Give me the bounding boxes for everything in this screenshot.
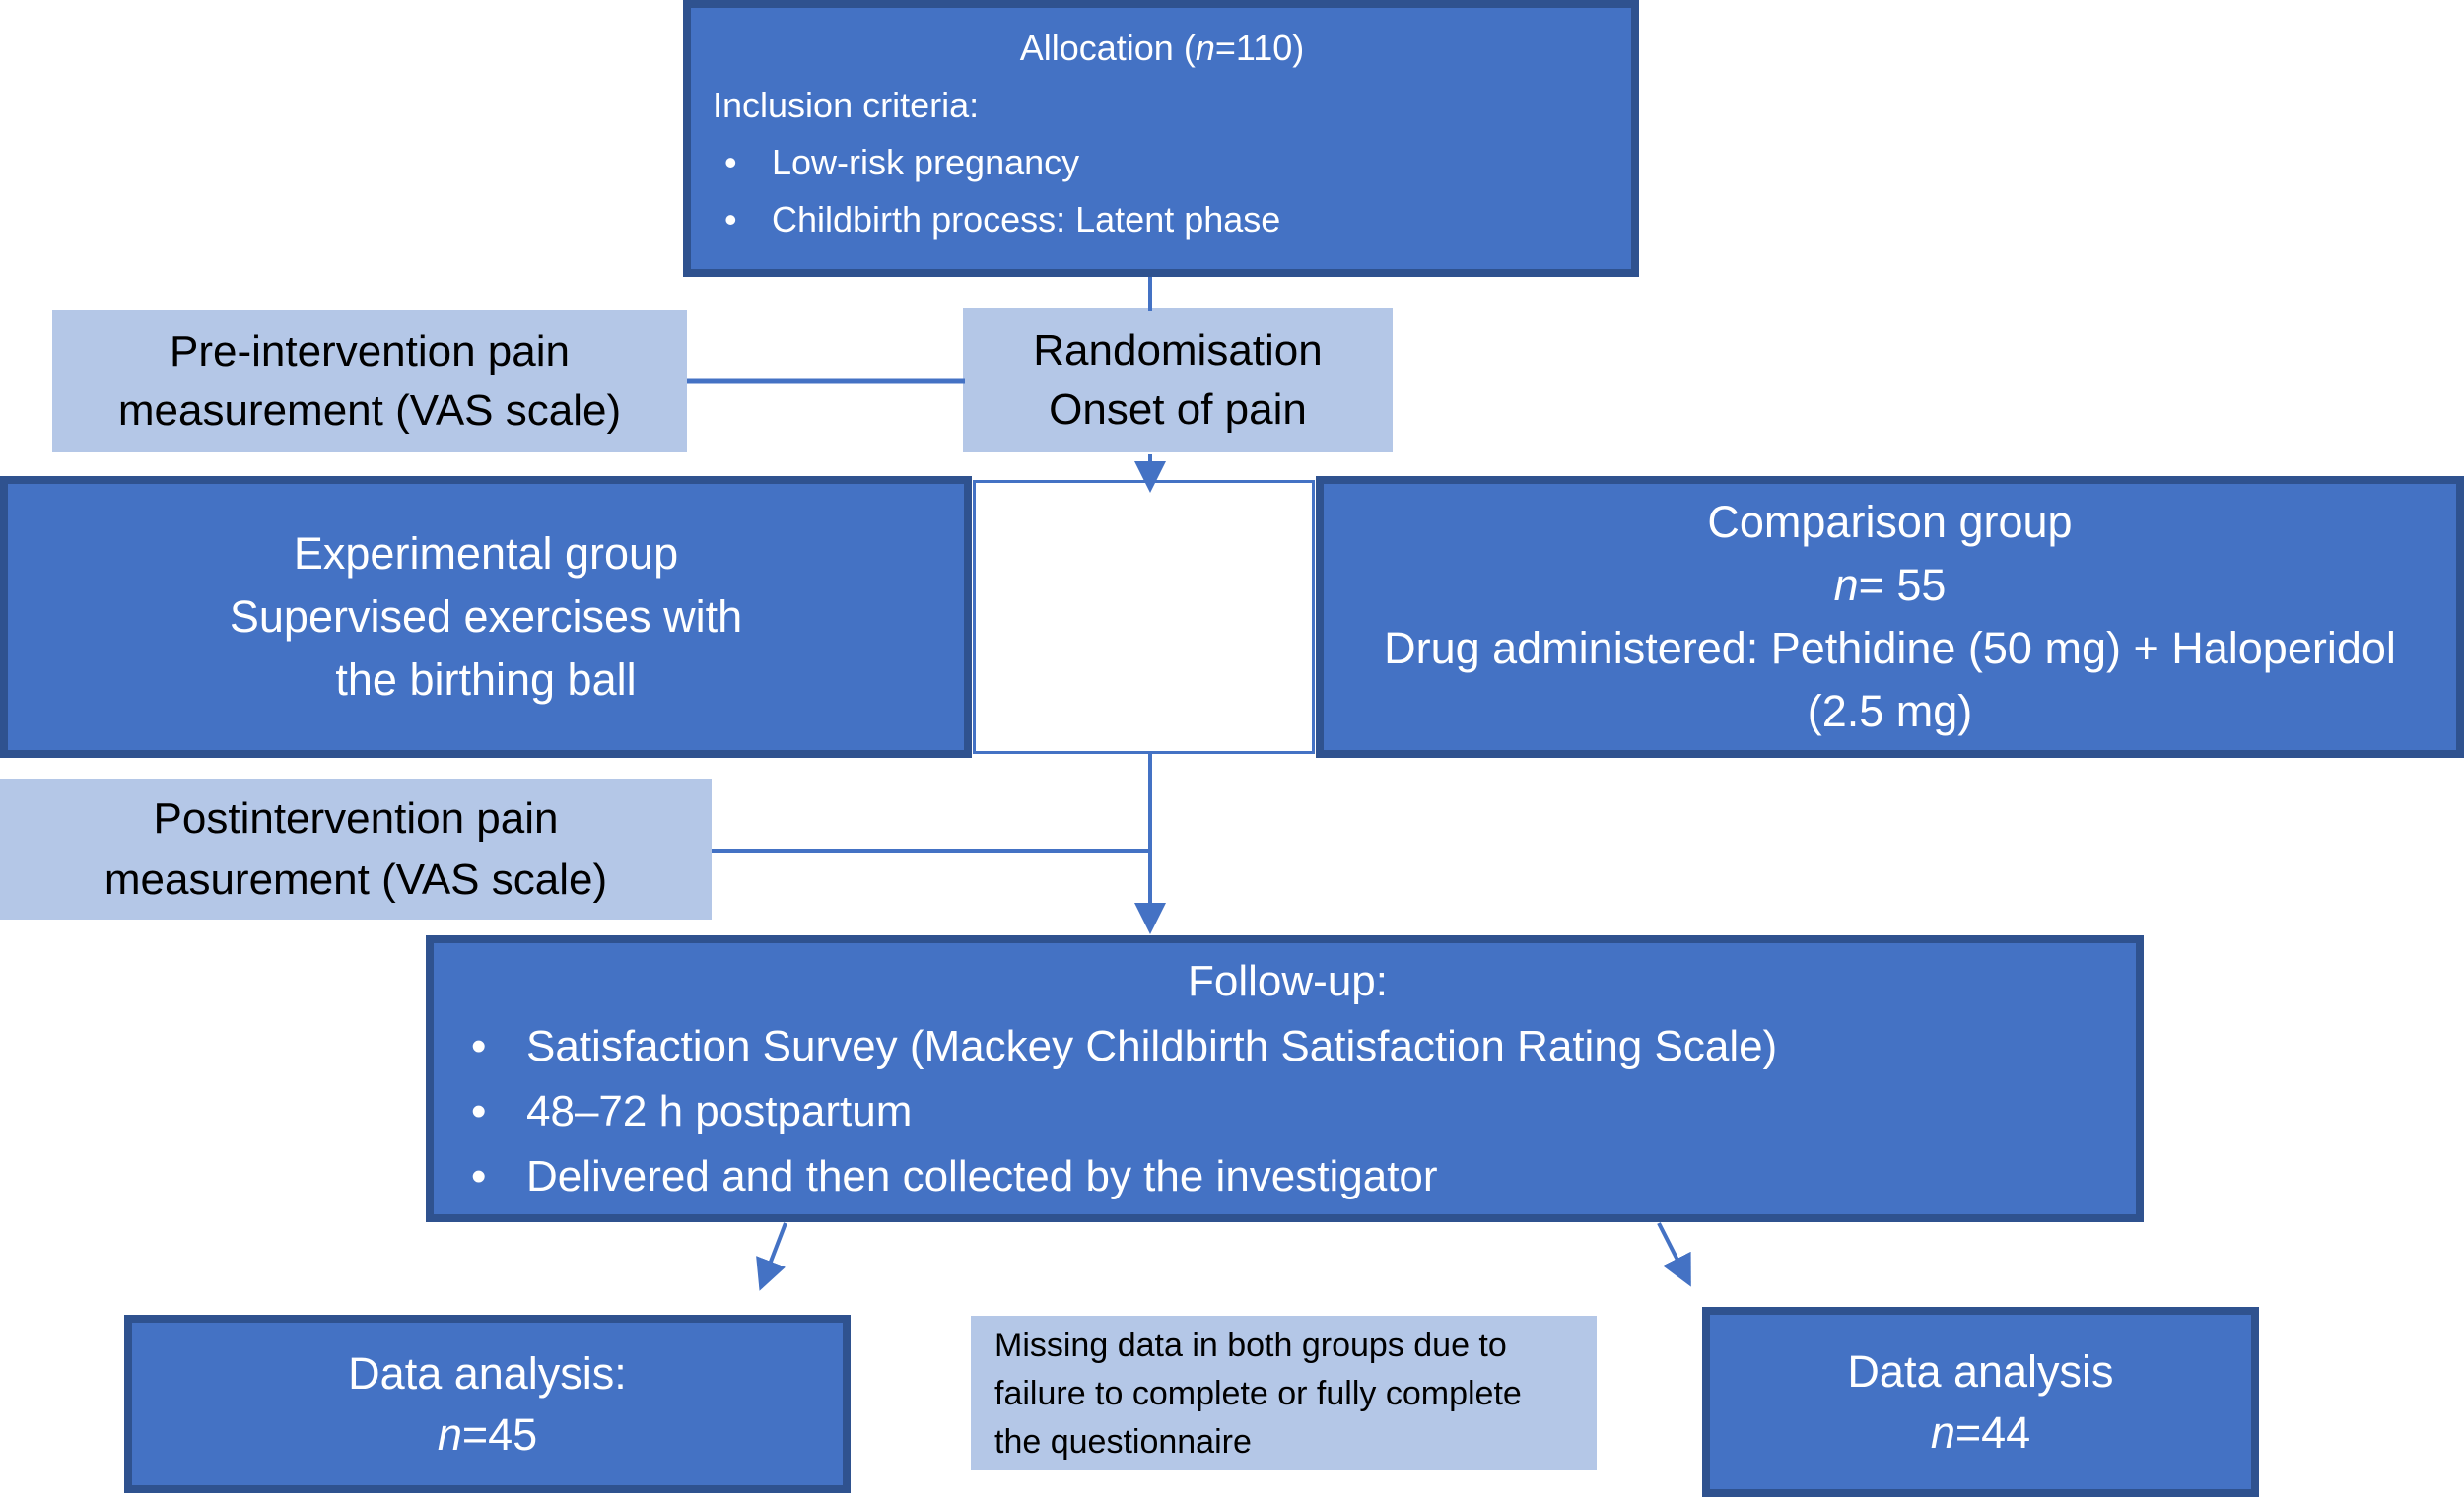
allocation-bullet-2: • Childbirth process: Latent phase (713, 191, 1611, 248)
allocation-title: Allocation (n=110) (713, 20, 1611, 77)
comparison-n: n (1833, 560, 1859, 610)
comparison-n-suffix: = 55 (1858, 560, 1947, 610)
randomisation-box: Randomisation Onset of pain (963, 308, 1393, 452)
pre-intervention-line2: measurement (VAS scale) (117, 386, 622, 435)
data-analysis-right-box: Data analysis n=44 (1702, 1307, 2259, 1497)
bullet-icon: • (471, 1022, 487, 1070)
comparison-group-box: Comparison group n= 55 Drug administered… (1316, 476, 2464, 758)
randomisation-line1: Randomisation (1033, 326, 1323, 375)
postintervention-line2: measurement (VAS scale) (103, 855, 608, 904)
missing-data-box: Missing data in both groups due to failu… (971, 1316, 1597, 1470)
follow-up-title: Follow-up: (1188, 957, 1388, 1005)
randomisation-line2: Onset of pain (1049, 385, 1307, 434)
follow-up-bullet-3: • Delivered and then collected by the in… (463, 1144, 2112, 1209)
data-analysis-right-line1: Data analysis (1847, 1345, 2114, 1397)
data-analysis-left-n-line: n=45 (438, 1404, 537, 1466)
comparison-line4: (2.5 mg) (1807, 686, 1973, 736)
data-analysis-left-line1: Data analysis: (348, 1347, 627, 1399)
postintervention-box: Postintervention pain measurement (VAS s… (0, 779, 712, 920)
follow-up-bullet-3-text: Delivered and then collected by the inve… (526, 1152, 1438, 1200)
allocation-title-n: n (1195, 28, 1215, 68)
follow-up-bullet-2: • 48–72 h postpartum (463, 1079, 2112, 1144)
pre-intervention-line1: Pre-intervention pain (169, 327, 570, 376)
comparison-line1: Comparison group (1707, 497, 2073, 547)
experimental-line1: Experimental group (293, 528, 679, 579)
follow-up-bullet-2-text: 48–72 h postpartum (526, 1087, 913, 1135)
follow-up-bullet-1: • Satisfaction Survey (Mackey Childbirth… (463, 1014, 2112, 1079)
allocation-bullet-1-text: Low-risk pregnancy (772, 142, 1080, 182)
experimental-group-box: Experimental group Supervised exercises … (0, 476, 972, 758)
arrow-follow-up-to-data-left (756, 1222, 787, 1291)
missing-data-line3: the questionnaire (994, 1423, 1252, 1461)
follow-up-box: Follow-up: • Satisfaction Survey (Mackey… (426, 935, 2144, 1222)
data-analysis-left-box: Data analysis: n=45 (124, 1315, 851, 1493)
allocation-subtitle: Inclusion criteria: (713, 85, 980, 125)
bullet-icon: • (471, 1152, 487, 1200)
allocation-bullet-2-text: Childbirth process: Latent phase (772, 199, 1281, 240)
comparison-n-line: n= 55 (1834, 554, 1947, 617)
missing-data-line2: failure to complete or fully complete (994, 1375, 1522, 1412)
data-analysis-right-n-line: n=44 (1931, 1403, 2030, 1464)
allocation-title-prefix: Allocation ( (1019, 28, 1196, 68)
postintervention-line1: Postintervention pain (153, 793, 559, 843)
data-analysis-left-n: n (437, 1408, 462, 1460)
experimental-line2: Supervised exercises with (229, 591, 743, 642)
data-analysis-left-n-suffix: =45 (461, 1408, 538, 1460)
allocation-bullet-1: • Low-risk pregnancy (713, 134, 1611, 191)
missing-data-line1: Missing data in both groups due to (994, 1327, 1507, 1364)
bullet-icon: • (724, 142, 737, 182)
randomisation-split-box (973, 480, 1315, 754)
pre-intervention-box: Pre-intervention pain measurement (VAS s… (52, 310, 687, 452)
experimental-line3: the birthing ball (335, 654, 637, 705)
bullet-icon: • (471, 1087, 487, 1135)
comparison-line3: Drug administered: Pethidine (50 mg) + H… (1384, 623, 2396, 673)
data-analysis-right-n: n (1930, 1406, 1955, 1458)
data-analysis-right-n-suffix: =44 (1954, 1406, 2031, 1458)
bullet-icon: • (724, 199, 737, 240)
follow-up-bullet-1-text: Satisfaction Survey (Mackey Childbirth S… (526, 1022, 1778, 1070)
arrow-follow-up-to-data-right (1657, 1222, 1691, 1287)
allocation-title-suffix: =110) (1214, 28, 1305, 68)
allocation-box: Allocation (n=110) Inclusion criteria: •… (683, 0, 1639, 277)
